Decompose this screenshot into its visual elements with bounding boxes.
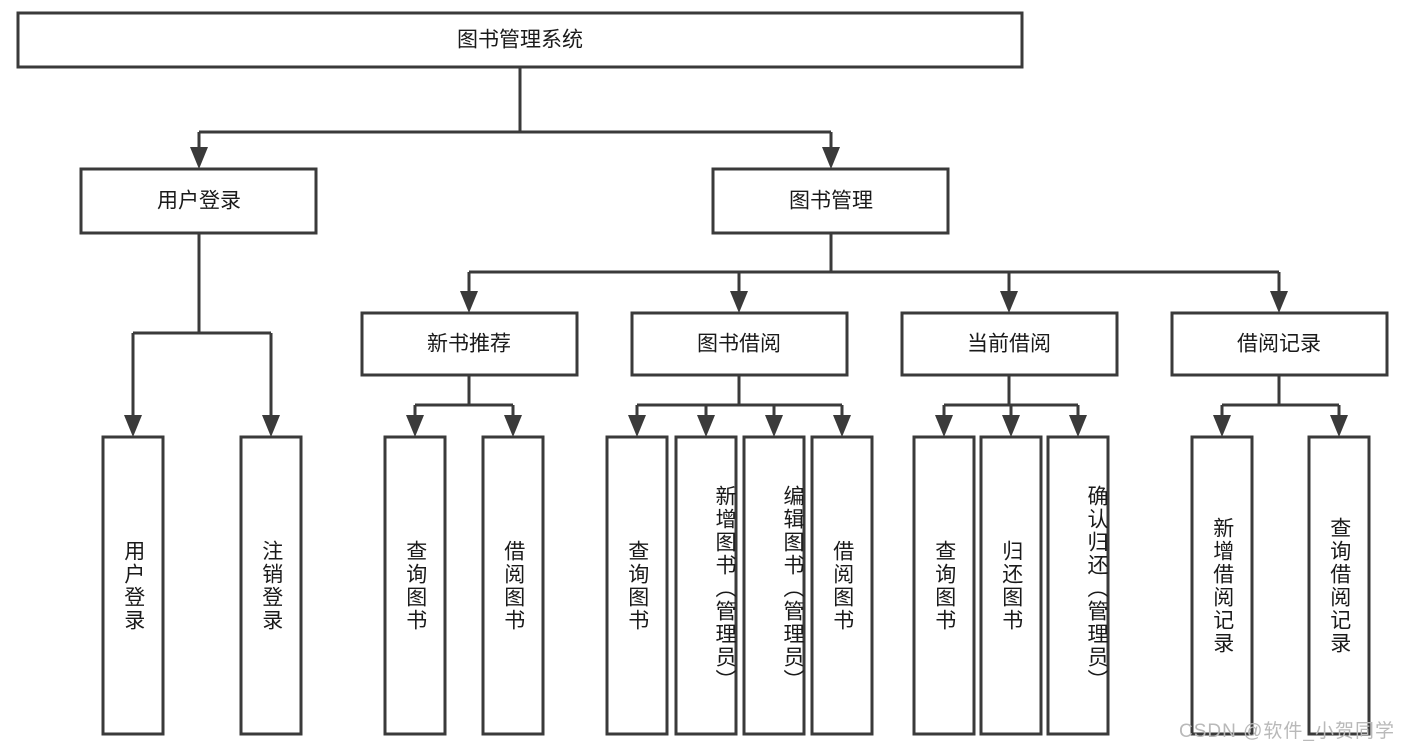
connector-layer — [124, 67, 1348, 437]
arrowhead-leaf-bb-add — [697, 415, 715, 437]
leaf-box-bb-edit-book[interactable] — [742, 435, 806, 736]
arrowhead-to-current-borrow — [1000, 291, 1018, 313]
node-new-book-recommend[interactable]: 新书推荐 — [360, 311, 579, 377]
arrowhead-leaf-bb-borrow — [833, 415, 851, 437]
arrowhead-leaf-cb-confirm — [1069, 415, 1087, 437]
arrowhead-to-borrow-record — [1270, 291, 1288, 313]
arrowhead-leaf-user-login — [124, 415, 142, 437]
leaf-box-bb-borrow-book[interactable] — [810, 435, 874, 736]
arrowhead-leaf-br-search — [1330, 415, 1348, 437]
connector-root-to-level1 — [197, 67, 833, 155]
node-root[interactable]: 图书管理系统 — [16, 11, 1024, 69]
connector-user-login-to-leaves — [131, 233, 273, 423]
leaf-box-br-add-record[interactable] — [1190, 435, 1254, 736]
node-current-borrow-label: 当前借阅 — [967, 333, 1051, 356]
csdn-watermark: CSDN @软件_小贺同学 — [1179, 721, 1395, 742]
node-book-borrow[interactable]: 图书借阅 — [630, 311, 849, 377]
node-user-login-label: 用户登录 — [157, 190, 241, 213]
node-book-borrow-box[interactable] — [630, 311, 849, 377]
arrowhead-to-book-borrow — [730, 291, 748, 313]
arrowhead-leaf-nb-borrow — [504, 415, 522, 437]
node-new-book-recommend-label: 新书推荐 — [427, 333, 511, 356]
arrowhead-leaf-bb-search — [628, 415, 646, 437]
leaf-box-nb-borrow-book[interactable] — [481, 435, 545, 736]
leaf-box-cb-return-book[interactable] — [979, 435, 1043, 736]
arrowhead-to-user-login — [190, 147, 208, 169]
node-user-login[interactable]: 用户登录 — [79, 167, 318, 235]
node-user-login-box[interactable] — [79, 167, 318, 235]
arrowhead-leaf-cb-search — [935, 415, 953, 437]
node-borrow-record-label: 借阅记录 — [1237, 333, 1321, 356]
arrowhead-leaf-bb-edit — [765, 415, 783, 437]
leaf-box-nb-search-book[interactable] — [383, 435, 447, 736]
node-new-book-recommend-box[interactable] — [360, 311, 579, 377]
arrowhead-leaf-cb-return — [1002, 415, 1020, 437]
node-current-borrow-box[interactable] — [900, 311, 1119, 377]
connector-book-borrow-to-leaves — [635, 375, 844, 423]
node-root-box[interactable] — [16, 11, 1024, 69]
node-book-manage-box[interactable] — [711, 167, 950, 235]
node-borrow-record[interactable]: 借阅记录 — [1170, 311, 1389, 377]
leaf-box-br-search-record[interactable] — [1307, 435, 1371, 736]
node-book-manage[interactable]: 图书管理 — [711, 167, 950, 235]
arrowhead-leaf-logout — [262, 415, 280, 437]
node-root-label: 图书管理系统 — [457, 29, 583, 52]
node-current-borrow[interactable]: 当前借阅 — [900, 311, 1119, 377]
leaf-box-layer — [101, 435, 1371, 736]
leaf-box-logout[interactable] — [239, 435, 303, 736]
node-book-borrow-label: 图书借阅 — [697, 333, 781, 356]
arrowhead-leaf-nb-search — [406, 415, 424, 437]
connector-current-borrow-to-leaves — [942, 375, 1080, 423]
leaf-box-bb-add-book[interactable] — [674, 435, 738, 736]
leaf-box-user-login[interactable] — [101, 435, 165, 736]
node-book-manage-label: 图书管理 — [789, 190, 873, 213]
connector-new-book-to-leaves — [413, 375, 515, 423]
arrowhead-to-new-book — [460, 291, 478, 313]
arrowhead-leaf-br-add — [1213, 415, 1231, 437]
connector-book-manage-to-level2 — [467, 233, 1281, 299]
leaf-box-cb-search-book[interactable] — [912, 435, 976, 736]
connector-borrow-record-to-leaves — [1220, 375, 1341, 423]
arrowhead-to-book-manage — [822, 147, 840, 169]
leaf-box-bb-search-book[interactable] — [605, 435, 669, 736]
leaf-box-cb-confirm-return[interactable] — [1046, 435, 1110, 736]
node-borrow-record-box[interactable] — [1170, 311, 1389, 377]
